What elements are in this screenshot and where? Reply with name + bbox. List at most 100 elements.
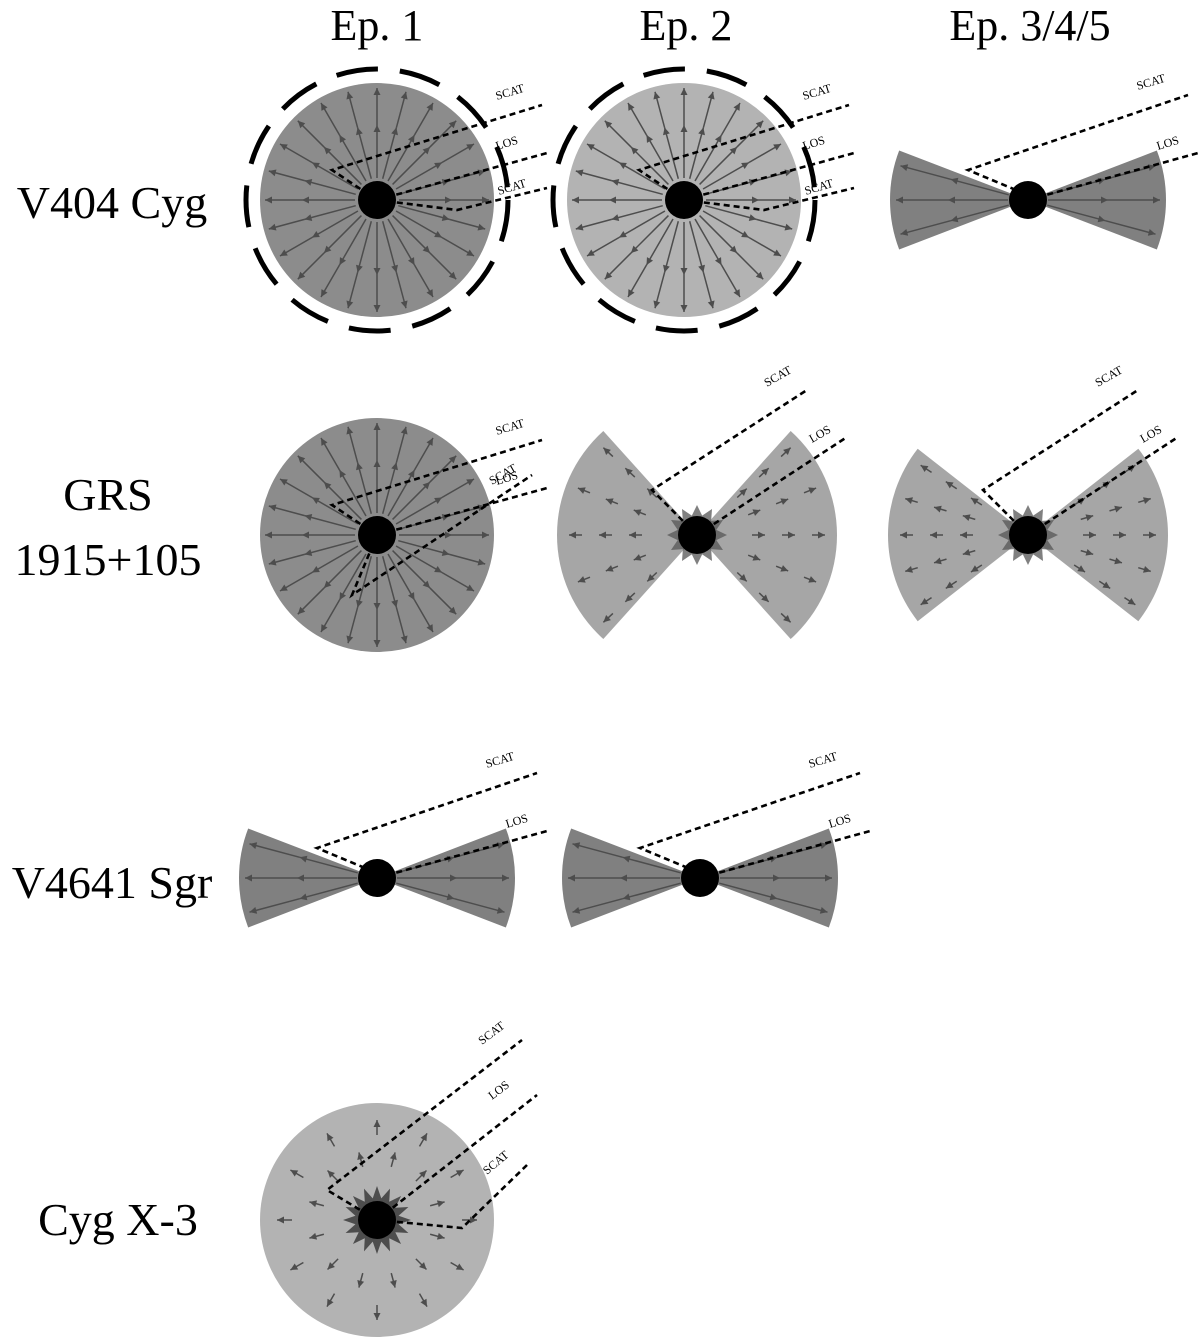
outflow-arrow (905, 497, 918, 504)
outflow-arrow (245, 874, 297, 882)
outflow-arrow (395, 496, 443, 525)
ray-scat-up (649, 388, 808, 536)
outflow-arrow (268, 504, 305, 517)
column-header-ep2: Ep. 2 (640, 1, 733, 50)
ray-label-scat-up: SCAT (1135, 71, 1168, 93)
outflow-arrow (346, 426, 359, 463)
outflow-arrow (752, 531, 765, 539)
ray-scat-up (964, 93, 1189, 192)
outflow-arrow (356, 462, 373, 514)
outflow-arrow (356, 221, 373, 273)
outflow-arrow (297, 455, 325, 483)
outflow-arrow (645, 134, 674, 182)
outflow-arrow (705, 204, 757, 221)
outflow-arrow (311, 545, 359, 574)
outflow-arrow (399, 196, 452, 204)
ray-label-los: LOS (801, 133, 827, 153)
outflow-arrow (622, 855, 681, 874)
outflow-arrow (396, 882, 455, 901)
outflow-arrow (290, 1169, 304, 1179)
outflow-arrow (389, 1272, 397, 1288)
outflow-arrow (395, 161, 443, 190)
outflow-arrow (962, 548, 976, 556)
cone-left (557, 430, 697, 640)
outflow-arrow (326, 1293, 336, 1307)
outflow-arrow (736, 252, 764, 280)
outflow-arrow (302, 196, 355, 204)
outflow-arrow (933, 505, 947, 513)
ray-scat-up (636, 103, 850, 202)
outflow-arrow (265, 196, 302, 204)
outflow-arrow (395, 272, 408, 309)
ray-label-los: LOS (1138, 422, 1165, 445)
outflow-arrow (920, 597, 932, 606)
outflow-arrow (457, 874, 509, 882)
ray-label-scat-up: SCAT (807, 749, 840, 771)
outflow-arrow (736, 488, 748, 499)
black-hole (358, 516, 396, 554)
outflow-arrow (1108, 196, 1160, 204)
outflow-arrow (454, 897, 505, 914)
ray-label-los: LOS (485, 1078, 512, 1103)
outflow-arrow (945, 580, 958, 590)
outflow-arrow (694, 134, 723, 182)
outflow-arrow (604, 252, 632, 280)
ray-label-scat-down: SCAT (803, 176, 836, 198)
outflow-arrow (346, 607, 359, 644)
ray-scat-down (376, 186, 548, 212)
column-header-ep1: Ep. 1 (331, 1, 424, 50)
ray-label-los: LOS (1155, 133, 1181, 153)
ray-label-los: LOS (494, 468, 520, 488)
outflow-arrow (395, 545, 443, 574)
outflow-arrow (646, 571, 658, 582)
ray-label-los: LOS (807, 422, 834, 445)
outflow-arrow (747, 509, 761, 516)
ray-scat-up (313, 771, 538, 870)
outflow-arrow (397, 874, 457, 882)
outflow-arrow (304, 539, 356, 556)
outflow-arrow (604, 120, 632, 148)
ray-scat-down (683, 186, 855, 212)
outflow-arrow (629, 531, 642, 539)
outflow-arrow (577, 487, 591, 494)
row-label-v404-cyg: V404 Cyg (17, 177, 207, 228)
outflow-arrow (777, 897, 828, 914)
outflow-arrow (900, 164, 951, 181)
outflow-arrow (452, 196, 489, 204)
outflow-arrow (323, 550, 362, 589)
outflow-arrow (680, 88, 688, 125)
outflow-arrow (413, 599, 434, 633)
outflow-arrow (413, 102, 434, 136)
outflow-arrow (1109, 505, 1123, 513)
ray-scat-up (980, 388, 1139, 536)
outflow-arrow (602, 612, 614, 623)
outflow-arrow (373, 1120, 381, 1135)
outflow-arrow (418, 1133, 428, 1147)
outflow-arrow (653, 91, 666, 128)
outflow-arrow (1048, 196, 1108, 204)
outflow-arrow (948, 196, 1008, 204)
outflow-arrow (720, 874, 780, 882)
row-label-v4641-sgr: V4641 Sgr (12, 857, 213, 908)
ray-label-los: LOS (494, 133, 520, 153)
outflow-arrow (611, 204, 663, 221)
outflow-arrow (780, 447, 792, 458)
outflow-arrow (1098, 580, 1111, 590)
outflow-arrow (1083, 531, 1096, 539)
cone-left (887, 448, 1028, 622)
outflow-arrow (441, 143, 475, 164)
outflow-arrow (449, 218, 486, 231)
black-hole (1009, 181, 1047, 219)
outflow-arrow (279, 478, 313, 499)
ray-label-scat-up: SCAT (475, 1018, 507, 1047)
outflow-arrow (290, 1261, 304, 1271)
outflow-arrow (758, 592, 770, 603)
outflow-arrow (309, 1200, 325, 1208)
outflow-arrow (450, 1169, 464, 1179)
black-hole (678, 516, 716, 554)
outflow-arrow (309, 1232, 325, 1240)
outflow-arrow (373, 610, 381, 647)
